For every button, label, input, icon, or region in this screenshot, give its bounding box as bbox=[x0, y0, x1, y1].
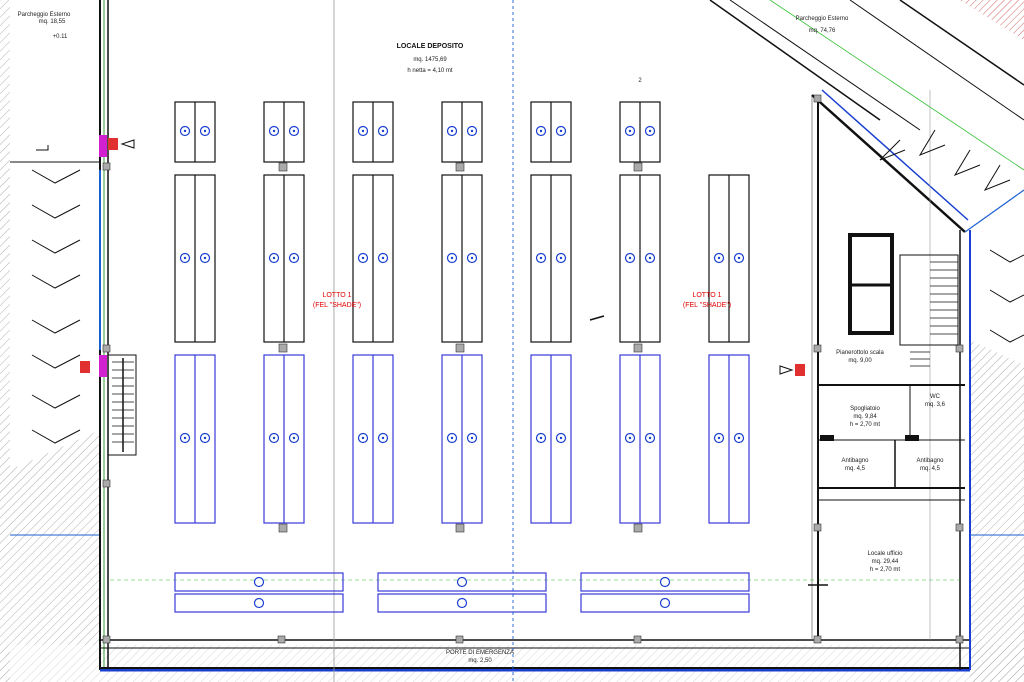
rack-marker-dot-icon bbox=[559, 129, 563, 133]
pillars bbox=[102, 94, 964, 644]
rack-marker-dot-icon bbox=[648, 129, 652, 133]
rack-marker-dot-icon bbox=[361, 129, 365, 133]
emergency-markers bbox=[36, 135, 805, 377]
left-parking bbox=[10, 161, 100, 536]
rack-marker-dot-icon bbox=[737, 256, 741, 260]
rack-marker-dot-icon bbox=[717, 256, 721, 260]
top-left-label-2: mq. 18,55 bbox=[39, 19, 66, 25]
bagno2-label-1: Antibagno bbox=[916, 458, 944, 464]
ufficio-label-2: mq. 29,44 bbox=[872, 559, 899, 565]
rack-marker-dot-icon bbox=[203, 129, 207, 133]
rack-marker-icon bbox=[456, 576, 468, 588]
top-right-label-2: mq. 74,76 bbox=[809, 28, 836, 34]
rack-marker-icon bbox=[659, 597, 671, 609]
ufficio-label-3: h = 2,70 mt bbox=[870, 567, 901, 573]
rack-marker-dot-icon bbox=[539, 129, 543, 133]
rack-marker-dot-icon bbox=[272, 256, 276, 260]
rack-marker-dot-icon bbox=[470, 256, 474, 260]
spogliatoio-label-3: h = 2,70 mt bbox=[850, 422, 881, 428]
rack-marker-dot-icon bbox=[450, 256, 454, 260]
stair-label-2: mq. 9,00 bbox=[848, 358, 872, 364]
lotto-right-1: LOTTO 1 bbox=[692, 292, 721, 299]
spogliatoio-label-2: mq. 9,84 bbox=[853, 414, 877, 420]
rack-marker-dot-icon bbox=[737, 436, 741, 440]
rack-marker-dot-icon bbox=[183, 256, 187, 260]
stair-label-1: Pianerottolo scala bbox=[836, 350, 884, 356]
rack-marker-dot-icon bbox=[628, 436, 632, 440]
left-stairs bbox=[107, 354, 137, 456]
rack-marker-dot-icon bbox=[450, 129, 454, 133]
rack-marker-dot-icon bbox=[292, 436, 296, 440]
wc-label-1: WC bbox=[930, 394, 941, 400]
rack-horizontal-lower bbox=[580, 593, 750, 613]
rack-marker-dot-icon bbox=[203, 256, 207, 260]
rack-horizontal-upper bbox=[377, 572, 547, 592]
rack-marker-dot-icon bbox=[450, 436, 454, 440]
rack-marker-icon bbox=[253, 576, 265, 588]
rack-marker-dot-icon bbox=[381, 129, 385, 133]
wc-label-2: mq. 3,6 bbox=[925, 402, 946, 408]
rack-marker-dot-icon bbox=[648, 256, 652, 260]
rack-horizontal-lower bbox=[377, 593, 547, 613]
rack-marker-dot-icon bbox=[470, 436, 474, 440]
rack-marker-icon bbox=[659, 576, 671, 588]
rack-marker-dot-icon bbox=[361, 436, 365, 440]
rack-marker-dot-icon bbox=[203, 436, 207, 440]
rack-horizontal-lower bbox=[174, 593, 344, 613]
rack-marker-dot-icon bbox=[559, 256, 563, 260]
labels: Parcheggio Esterno mq. 18,55 +0.11 Parch… bbox=[18, 12, 946, 664]
rack-marker-dot-icon bbox=[292, 129, 296, 133]
lotto-right-2: (FEL "SHADE") bbox=[683, 302, 731, 309]
rack-marker-dot-icon bbox=[292, 256, 296, 260]
rack-marker-dot-icon bbox=[559, 436, 563, 440]
ramp-marks bbox=[879, 129, 1024, 343]
rack-marker-dot-icon bbox=[272, 129, 276, 133]
bottom-label-2: mq. 2,50 bbox=[468, 658, 492, 664]
rack-marker-dot-icon bbox=[628, 256, 632, 260]
top-left-label-1: Parcheggio Esterno bbox=[18, 12, 71, 18]
bagno1-label-2: mq. 4,5 bbox=[845, 466, 866, 472]
main-title-3: h netta = 4,10 mt bbox=[407, 68, 453, 74]
bagno2-label-2: mq. 4,5 bbox=[920, 466, 941, 472]
marker-text: 2 bbox=[638, 78, 642, 84]
rack-marker-dot-icon bbox=[470, 129, 474, 133]
top-left-label-3: +0.11 bbox=[53, 34, 68, 40]
rack-marker-icon bbox=[253, 597, 265, 609]
bottom-label-1: PORTE DI EMERGENZA bbox=[446, 650, 514, 656]
rack-marker-dot-icon bbox=[381, 436, 385, 440]
rack-marker-dot-icon bbox=[717, 436, 721, 440]
rack-marker-dot-icon bbox=[361, 256, 365, 260]
rack-horizontal-upper bbox=[174, 572, 344, 592]
bagno1-label-1: Antibagno bbox=[841, 458, 869, 464]
lotto-left-2: (FEL "SHADE") bbox=[313, 302, 361, 309]
outer-walls bbox=[99, 0, 1024, 672]
main-title-1: LOCALE DEPOSITO bbox=[397, 43, 464, 50]
rack-horizontal-upper bbox=[580, 572, 750, 592]
rack-marker-dot-icon bbox=[628, 129, 632, 133]
rack-marker-dot-icon bbox=[183, 129, 187, 133]
rack-marker-dot-icon bbox=[539, 436, 543, 440]
shelving-area bbox=[174, 101, 750, 613]
rack-marker-dot-icon bbox=[183, 436, 187, 440]
ufficio-label-1: Locale ufficio bbox=[868, 551, 904, 557]
service-block bbox=[808, 233, 965, 595]
rack-marker-dot-icon bbox=[272, 436, 276, 440]
top-right-label-1: Parcheggio Esterno bbox=[796, 16, 849, 22]
rack-marker-icon bbox=[456, 597, 468, 609]
spogliatoio-label-1: Spogliatoio bbox=[850, 406, 880, 412]
main-title-2: mq. 1475,69 bbox=[413, 57, 447, 63]
rack-marker-dot-icon bbox=[381, 256, 385, 260]
lotto-left-1: LOTTO 1 bbox=[322, 292, 351, 299]
rack-marker-dot-icon bbox=[539, 256, 543, 260]
rack-marker-dot-icon bbox=[648, 436, 652, 440]
